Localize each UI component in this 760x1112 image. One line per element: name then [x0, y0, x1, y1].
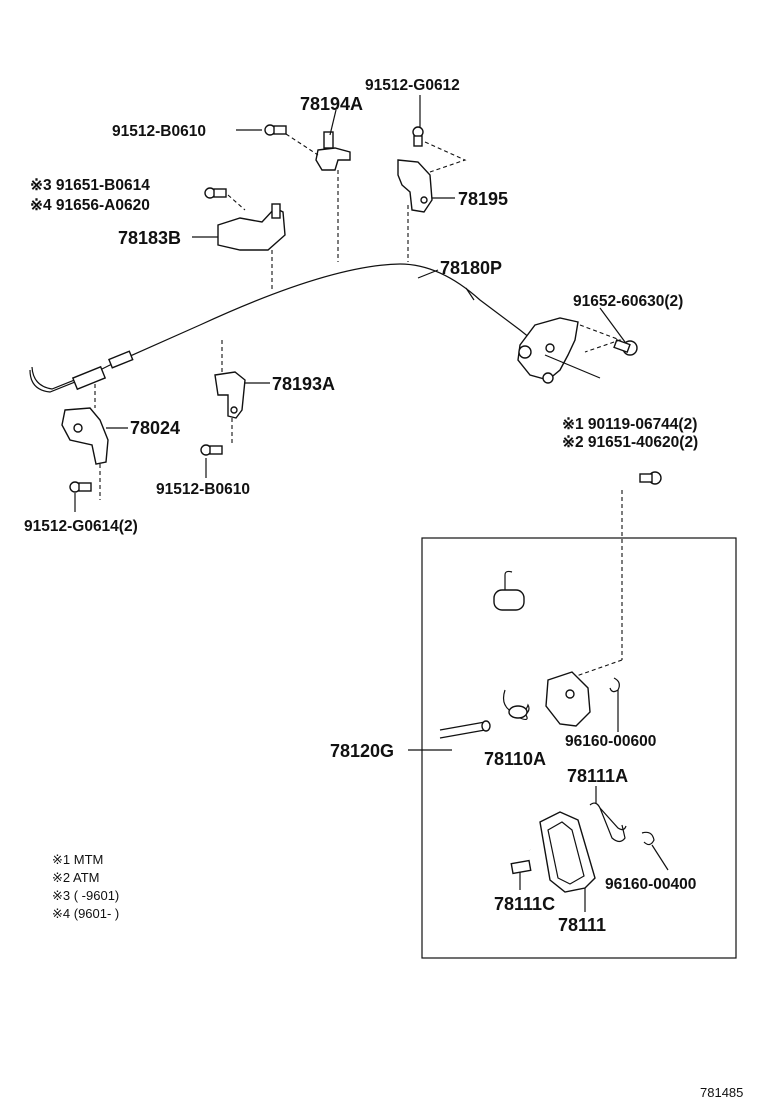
label-78180p: 78180P	[440, 258, 502, 278]
label-78111a: 78111A	[567, 766, 628, 786]
clip-96160-00400	[641, 831, 655, 846]
label-78111c: 78111C	[494, 894, 555, 914]
label-91651-40620: ※2 91651-40620(2)	[562, 434, 698, 451]
label-78193a: 78193A	[272, 374, 335, 394]
bolt-91512-b0610-bottom	[200, 444, 223, 456]
clip-78193a	[214, 371, 246, 419]
note-2: ※2 ATM	[52, 870, 100, 885]
bolt-91651-b0614	[204, 187, 227, 199]
bolt-90119-06744	[639, 471, 662, 485]
spring-78110a	[502, 689, 530, 721]
note-1: ※1 MTM	[52, 852, 103, 867]
bolt-91512-b0610-top	[264, 124, 287, 136]
bracket-78195	[397, 159, 433, 213]
note-4: ※4 (9601- )	[52, 906, 119, 921]
label-96160-00600: 96160-00600	[565, 733, 656, 750]
note-3: ※3 ( -9601)	[52, 888, 119, 903]
label-78195: 78195	[458, 189, 508, 209]
label-78183b: 78183B	[118, 228, 181, 248]
label-91512-g0612: 91512-G0612	[365, 77, 460, 94]
accelerator-cable	[29, 263, 546, 393]
bolt-91512-g0614	[69, 481, 92, 493]
label-91651-b0614: ※3 91651-B0614	[30, 177, 150, 194]
label-91512-g0614: 91512-G0614(2)	[24, 518, 138, 535]
label-90119-06744: ※1 90119-06744(2)	[562, 416, 697, 433]
leader-lines	[74, 95, 626, 803]
label-78024: 78024	[130, 418, 180, 438]
spring-78111a	[589, 802, 627, 843]
diagram-reference: 781485	[700, 1085, 743, 1100]
label-78110a: 78110A	[484, 749, 546, 769]
pedal-pad-78111	[539, 811, 596, 893]
bracket-78024	[61, 407, 109, 465]
bolt-91512-g0612	[412, 126, 424, 147]
label-91512-b0610-top: 91512-B0610	[112, 123, 206, 140]
pedal-arm-78120g	[439, 570, 533, 853]
label-91652-60630: 91652-60630(2)	[573, 293, 683, 310]
bracket-78183b	[217, 203, 286, 251]
label-78111: 78111	[558, 915, 606, 935]
pedal-assembly-box	[421, 537, 737, 959]
label-78194a: 78194A	[300, 94, 363, 114]
pin-78111c	[510, 859, 532, 875]
bracket-78194a	[315, 131, 351, 171]
cable-end-bracket	[517, 317, 601, 384]
label-91512-b0610-bottom: 91512-B0610	[156, 481, 250, 498]
label-96160-00400: 96160-00400	[605, 876, 696, 893]
bolt-91652-60630	[613, 338, 638, 356]
pedal-stopper-bracket	[545, 671, 620, 727]
label-78120g: 78120G	[330, 741, 394, 761]
label-91656-a0620: ※4 91656-A0620	[30, 197, 150, 214]
